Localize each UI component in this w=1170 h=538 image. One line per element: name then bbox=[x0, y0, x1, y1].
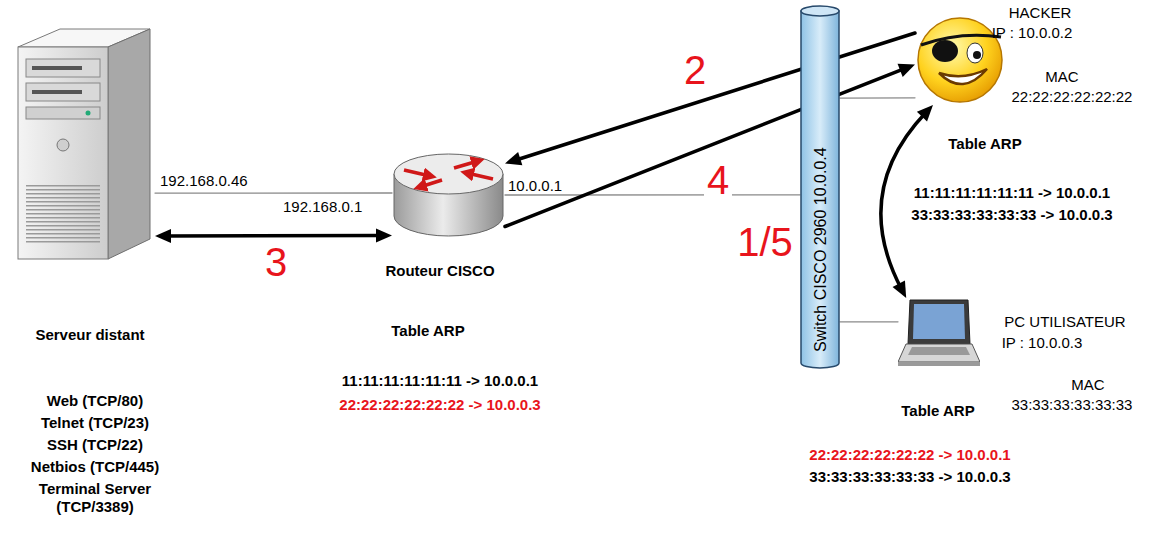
icon-part bbox=[26, 59, 100, 77]
attack-arrow bbox=[155, 229, 392, 243]
icon-part bbox=[394, 154, 503, 194]
ip-address: IP : 10.0.0.2 bbox=[992, 24, 1073, 42]
icon-part bbox=[86, 111, 91, 116]
connector-line bbox=[165, 234, 382, 238]
icon-part bbox=[908, 347, 970, 355]
switch-label: Switch CISCO 2960 10.0.0.4 bbox=[810, 148, 829, 353]
laptop-icon bbox=[898, 298, 980, 368]
icon-part bbox=[801, 6, 839, 16]
service-item: Terminal Server (TCP/3389) bbox=[20, 480, 170, 516]
network-link bbox=[155, 193, 392, 194]
arrow-head bbox=[505, 152, 522, 165]
connector-line bbox=[515, 33, 915, 160]
service-item: Telnet (TCP/23) bbox=[41, 414, 149, 432]
arp-table-title: Table ARP bbox=[948, 135, 1021, 153]
arrow-head bbox=[898, 64, 915, 77]
connector-line bbox=[840, 321, 898, 322]
icon-part bbox=[32, 66, 82, 70]
arp-entry: 11:11:11:11:11:11 -> 10.0.0.1 bbox=[342, 372, 538, 390]
icon-part bbox=[801, 11, 839, 368]
network-link bbox=[840, 321, 898, 322]
device-name: Routeur CISCO bbox=[385, 262, 494, 280]
service-item: SSH (TCP/22) bbox=[47, 436, 143, 454]
icon-part bbox=[918, 18, 1002, 102]
arrow-head bbox=[376, 229, 392, 243]
router-node: Routeur CISCO bbox=[392, 150, 505, 240]
mac-address: 33:33:33:33:33:33 bbox=[1012, 396, 1133, 414]
service-item: Netbios (TCP/445) bbox=[31, 458, 159, 476]
icon-part bbox=[26, 107, 100, 119]
device-name: PC UTILISATEUR bbox=[1004, 313, 1125, 331]
callout-number: 2 bbox=[681, 50, 709, 90]
arp-entry: 33:33:33:33:33:33 -> 10.0.0.3 bbox=[809, 468, 1010, 486]
hacker-node: HACKERIP : 10.0.0.2MAC22:22:22:22:22:22 bbox=[915, 15, 1005, 105]
pc-node: PC UTILISATEURIP : 10.0.0.3MAC33:33:33:3… bbox=[898, 298, 980, 368]
callout-number: 1/5 bbox=[734, 222, 796, 262]
service-item: Web (TCP/80) bbox=[47, 392, 143, 410]
attack-arrow bbox=[505, 64, 915, 227]
mac-heading: MAC bbox=[1045, 68, 1078, 86]
icon-part bbox=[467, 173, 493, 179]
icon-part bbox=[973, 51, 981, 59]
callout-number: 4 bbox=[704, 160, 732, 200]
icon-part bbox=[404, 170, 430, 176]
switch-node: Switch CISCO 2960 10.0.0.4 bbox=[800, 5, 840, 370]
server-node: Serveur distantWeb (TCP/80)Telnet (TCP/2… bbox=[10, 25, 155, 262]
arrow-head bbox=[917, 105, 933, 121]
arp-entry-spoofed: 22:22:22:22:22:22 -> 10.0.0.3 bbox=[339, 396, 540, 414]
icon-part bbox=[921, 35, 1001, 45]
icon-part bbox=[932, 40, 958, 62]
arp-table-title: Table ARP bbox=[391, 322, 464, 340]
icon-part bbox=[32, 90, 82, 94]
connector-line bbox=[505, 68, 906, 226]
icon-part bbox=[454, 161, 478, 168]
arp-table-title: Table ARP bbox=[901, 402, 974, 420]
arrow-head bbox=[893, 281, 907, 298]
router-icon bbox=[392, 150, 505, 240]
icon-part bbox=[18, 47, 108, 259]
interface-ip: 10.0.0.1 bbox=[508, 177, 562, 195]
callout-number: 3 bbox=[262, 242, 290, 282]
server-icon bbox=[10, 25, 155, 262]
mac-address: 22:22:22:22:22:22 bbox=[1012, 88, 1133, 106]
arrow-head bbox=[155, 229, 171, 243]
icon-part bbox=[57, 139, 69, 151]
interface-ip: 192.168.0.46 bbox=[160, 172, 248, 190]
connector-line bbox=[505, 194, 800, 195]
hacker-smiley bbox=[915, 15, 1005, 105]
arp-entry: 33:33:33:33:33:33 -> 10.0.0.3 bbox=[911, 206, 1112, 224]
arp-entry: 11:11:11:11:11:11 -> 10.0.0.1 bbox=[914, 184, 1110, 202]
icon-part bbox=[26, 83, 100, 101]
network-link bbox=[840, 97, 915, 98]
network-link bbox=[505, 194, 800, 195]
arp-entry-spoofed: 22:22:22:22:22:22 -> 10.0.0.1 bbox=[809, 446, 1010, 464]
ip-address: IP : 10.0.0.3 bbox=[1002, 334, 1083, 352]
icon-part bbox=[26, 185, 100, 245]
icon-part bbox=[420, 180, 442, 187]
icon-part bbox=[967, 43, 983, 63]
connector-line bbox=[840, 97, 915, 99]
icon-part bbox=[108, 29, 150, 259]
icon-part bbox=[908, 300, 970, 344]
interface-ip: 192.168.0.1 bbox=[283, 198, 362, 216]
icon-part bbox=[939, 69, 987, 84]
device-name: HACKER bbox=[1009, 4, 1072, 22]
device-name: Serveur distant bbox=[35, 326, 144, 344]
icon-part bbox=[913, 304, 965, 339]
attack-arrow bbox=[881, 105, 933, 298]
mac-heading: MAC bbox=[1071, 376, 1104, 394]
icon-part bbox=[898, 344, 980, 362]
icon-part bbox=[898, 362, 980, 366]
connector-line bbox=[155, 192, 392, 193]
